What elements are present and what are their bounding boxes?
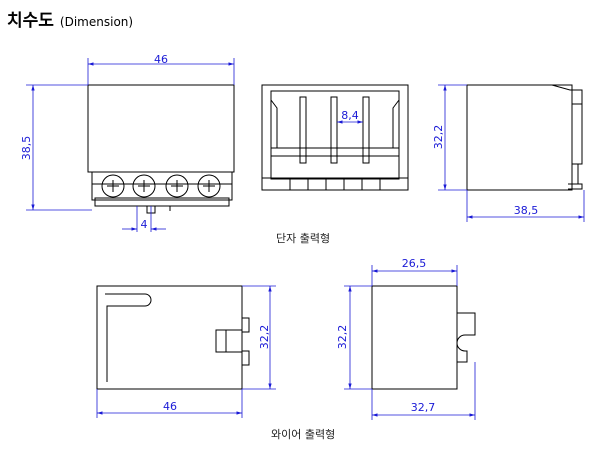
dim-wire-side-top-label: 26,5 xyxy=(402,257,427,270)
dim-inner-pitch-label: 8,4 xyxy=(341,109,359,122)
dim-front-width: 46 xyxy=(87,53,235,85)
terminal-front-view xyxy=(87,84,235,214)
title-text: 치수도 xyxy=(7,11,54,31)
dim-wire-height: 32,2 xyxy=(242,285,276,390)
screw-terminals xyxy=(101,174,221,198)
dim-wire-side-height: 32,2 xyxy=(336,285,372,390)
wire-side-view xyxy=(371,285,476,390)
dim-side-height: 32,2 xyxy=(432,84,467,191)
dim-side-height-label: 32,2 xyxy=(432,125,445,150)
dim-inner-pitch: 8,4 xyxy=(337,109,363,124)
dim-wire-height-label: 32,2 xyxy=(258,325,271,350)
wire-front-view xyxy=(96,285,250,390)
title-subtitle: (Dimension) xyxy=(59,15,134,29)
caption-terminal: 단자 출력형 xyxy=(276,232,331,245)
dim-side-depth-label: 38,5 xyxy=(514,204,539,217)
dim-wire-width-label: 46 xyxy=(163,400,177,413)
caption-wire: 와이어 출력형 xyxy=(271,428,336,441)
terminal-top-view xyxy=(261,84,409,191)
dim-side-depth: 38,5 xyxy=(466,190,585,222)
dim-front-width-label: 46 xyxy=(154,53,168,66)
page-title: 치수도 (Dimension) xyxy=(7,6,133,31)
dim-wire-side-bottom-label: 32,7 xyxy=(411,401,436,414)
dim-front-height-label: 38,5 xyxy=(20,136,33,161)
terminal-side-view xyxy=(466,84,583,191)
dim-front-height: 38,5 xyxy=(20,84,92,211)
dim-wire-side-bottom: 32,7 xyxy=(371,362,476,420)
dim-pitch-label: 4 xyxy=(141,218,148,231)
dim-pitch: 4 xyxy=(122,206,166,232)
dim-wire-side-height-label: 32,2 xyxy=(336,325,349,350)
dim-wire-width: 46 xyxy=(96,389,243,418)
dim-wire-side-top: 26,5 xyxy=(371,257,458,286)
